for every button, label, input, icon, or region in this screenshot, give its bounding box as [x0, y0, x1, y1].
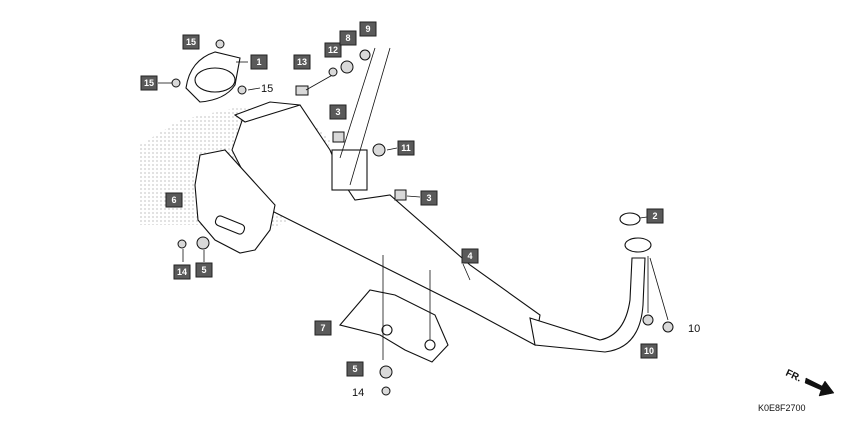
leader-lines [158, 47, 669, 360]
svg-text:15: 15 [144, 78, 154, 88]
svg-text:9: 9 [365, 24, 370, 34]
clip-3-lower [394, 189, 407, 201]
front-direction-indicator: FR. [784, 368, 835, 397]
callout-c5b: 5 [346, 361, 364, 377]
callout-c1: 1 [250, 54, 268, 70]
svg-text:14: 14 [177, 267, 187, 277]
callout-c10a: 10 [640, 343, 658, 359]
muffler-bracket [331, 149, 368, 191]
svg-text:1: 1 [256, 57, 261, 67]
callout-c4: 4 [461, 248, 479, 264]
callout-c3a: 3 [329, 104, 347, 120]
collar-5-left [196, 236, 210, 250]
callout-c14a: 14 [173, 264, 191, 280]
callout-c15a: 15 [182, 34, 200, 50]
screw-15-top [215, 39, 225, 49]
callout-c2: 2 [646, 208, 664, 224]
nut-10-a [642, 314, 654, 326]
collar-8 [340, 60, 354, 74]
callout-c7: 7 [314, 320, 332, 336]
svg-text:10: 10 [644, 346, 654, 356]
callout-c5a: 5 [195, 262, 213, 278]
svg-text:8: 8 [345, 33, 350, 43]
plain-label-14: 14 [352, 387, 364, 399]
callout-c11: 11 [397, 140, 415, 156]
bolt-14-left [177, 239, 187, 249]
drawing-code: K0E8F2700 [758, 403, 806, 413]
callout-c12: 12 [324, 42, 342, 58]
bolt-13 [295, 85, 309, 96]
muffler-body [231, 104, 541, 346]
svg-text:2: 2 [652, 211, 657, 221]
grommet-15 [237, 85, 247, 95]
callout-c13: 13 [293, 54, 311, 70]
callout-c8: 8 [339, 30, 357, 46]
plain-label-15: 15 [261, 83, 273, 95]
lower-protector [339, 289, 449, 363]
svg-text:11: 11 [401, 143, 411, 153]
bolt-14-bottom [381, 386, 391, 396]
plain-label-10: 10 [688, 323, 700, 335]
callout-c15b: 15 [140, 75, 158, 91]
svg-text:5: 5 [352, 364, 357, 374]
svg-text:13: 13 [297, 57, 307, 67]
lower-protector-hole-b [424, 339, 436, 351]
exhaust-pipe [529, 257, 646, 353]
callout-c3b: 3 [420, 190, 438, 206]
svg-text:3: 3 [426, 193, 431, 203]
svg-text:12: 12 [328, 45, 338, 55]
callout-c6: 6 [165, 192, 183, 208]
screw-15-left [171, 78, 181, 88]
muffler-protector [194, 149, 276, 254]
muffler-outlet-cone [233, 101, 301, 123]
nut-10-b [662, 321, 674, 333]
svg-text:4: 4 [467, 251, 472, 261]
washer-12 [328, 67, 338, 77]
lower-protector-hole-a [381, 324, 393, 336]
svg-text:5: 5 [201, 265, 206, 275]
nut-11 [372, 143, 386, 157]
svg-text:7: 7 [320, 323, 325, 333]
front-arrow-icon [804, 377, 835, 397]
callout-c9: 9 [359, 21, 377, 37]
svg-text:15: 15 [186, 37, 196, 47]
collar-5-bottom [379, 365, 393, 379]
exhaust-flange [624, 237, 652, 253]
end-cover-opening [194, 67, 236, 93]
nut-9 [359, 49, 371, 61]
svg-text:3: 3 [335, 107, 340, 117]
svg-text:FR.: FR. [784, 368, 803, 385]
exhaust-gasket [619, 212, 641, 226]
protector-slot [214, 215, 246, 235]
svg-text:6: 6 [171, 195, 176, 205]
clip-3-upper [332, 131, 345, 143]
